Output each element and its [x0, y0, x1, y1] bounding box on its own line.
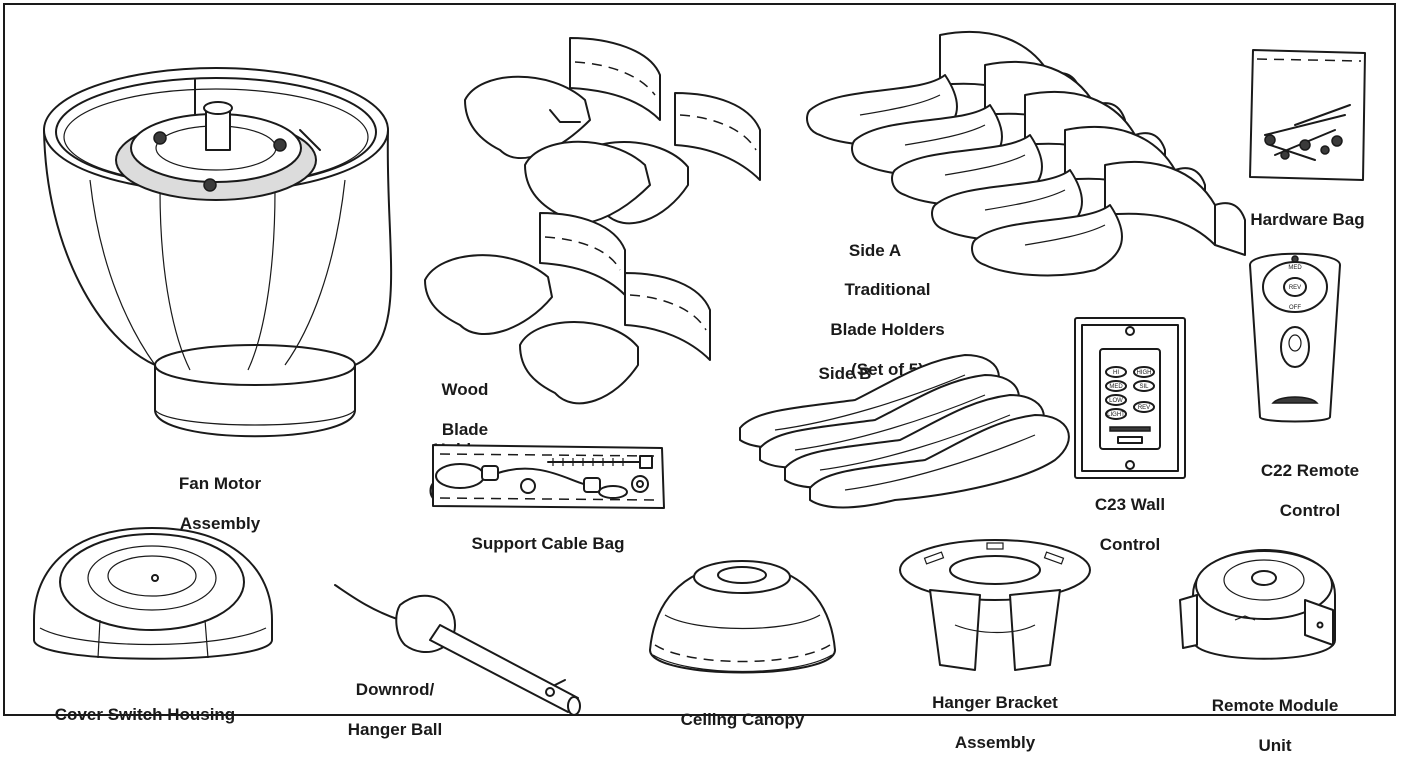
hanger-bracket-assembly: Hanger Bracket Assembly	[895, 535, 1095, 715]
side-b-label: Side B	[805, 344, 885, 404]
hanger-bracket-illustration	[895, 535, 1095, 675]
cover-switch-housing: Cover Switch Housing	[20, 500, 290, 715]
wall-button-light[interactable]: LIGHT	[1107, 412, 1125, 418]
fan-motor-assembly: Fan Motor Assembly	[30, 20, 400, 460]
downrod-label: Downrod/ Hanger Ball	[340, 660, 450, 760]
wall-button-sil[interactable]: SIL	[1139, 384, 1149, 390]
side-b-illustration	[735, 340, 1065, 495]
wall-button-hi[interactable]: HI	[1113, 370, 1119, 376]
remote-button-off[interactable]: OFF	[1289, 305, 1301, 311]
remote-module-unit: Remote Module Unit	[1175, 540, 1375, 715]
fan-motor-illustration	[30, 20, 400, 460]
ceiling-canopy-illustration	[645, 555, 840, 695]
cover-switch-label: Cover Switch Housing	[20, 685, 270, 745]
hardware-bag: Hardware Bag	[1225, 45, 1390, 225]
hardware-bag-label: Hardware Bag	[1225, 190, 1390, 250]
c23-wall-label: C23 Wall Control	[1070, 475, 1190, 575]
support-cable-illustration	[428, 440, 668, 515]
hanger-bracket-label: Hanger Bracket Assembly	[895, 673, 1095, 773]
ceiling-canopy-label: Ceiling Canopy	[645, 690, 840, 750]
support-cable-bag: Support Cable Bag	[428, 440, 668, 540]
c22-remote-control: MED REV OFF C22 Remote Control	[1225, 245, 1395, 485]
ceiling-canopy: Ceiling Canopy	[645, 555, 840, 715]
hardware-bag-illustration	[1225, 45, 1390, 185]
traditional-blade-holders: Side A Traditional Blade Holders (Set of…	[800, 15, 1230, 335]
cover-switch-illustration	[20, 500, 290, 690]
wall-button-rev[interactable]: REV	[1138, 405, 1150, 411]
c22-remote-illustration: MED REV OFF	[1225, 245, 1395, 425]
wood-blade-holders: Wood Blade Holders (Set of 4)	[410, 30, 760, 430]
support-cable-label: Support Cable Bag	[438, 514, 658, 574]
wall-button-high[interactable]: HIGH	[1137, 370, 1152, 376]
remote-button-rev[interactable]: REV	[1289, 285, 1301, 291]
wall-button-med[interactable]: MED	[1109, 384, 1123, 390]
remote-button-med[interactable]: MED	[1288, 265, 1302, 271]
c23-wall-illustration: HI MED LOW LIGHT HIGH SIL REV	[1070, 315, 1190, 480]
c22-remote-label: C22 Remote Control	[1225, 441, 1395, 541]
c23-wall-control: HI MED LOW LIGHT HIGH SIL REV C23 Wall C…	[1070, 315, 1190, 535]
downrod-hanger-ball: Downrod/ Hanger Ball	[330, 580, 610, 715]
side-b-holders: Side B	[735, 340, 1065, 495]
wall-button-low[interactable]: LOW	[1109, 398, 1123, 404]
remote-module-illustration	[1175, 540, 1375, 675]
remote-module-label: Remote Module Unit	[1175, 676, 1375, 776]
